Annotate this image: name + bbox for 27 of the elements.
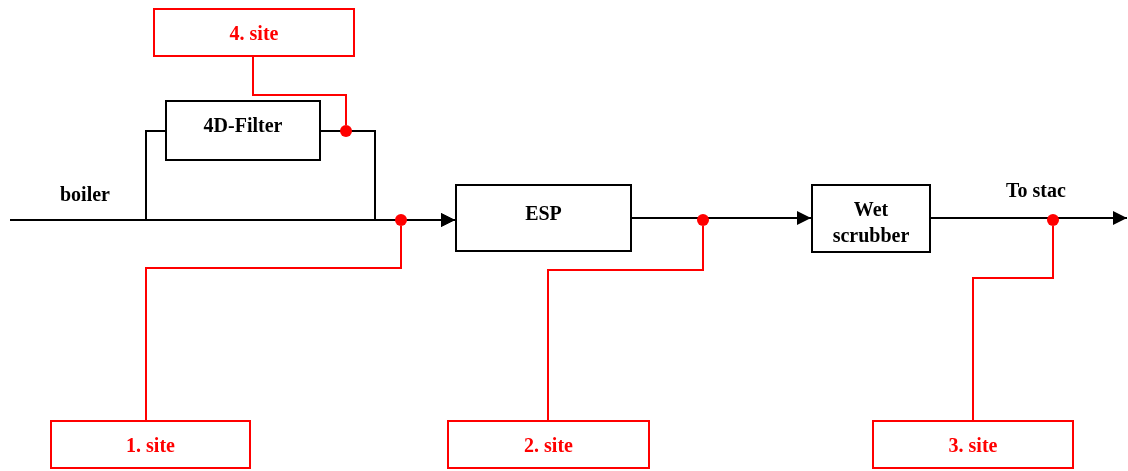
sampling-point-dot: [395, 214, 407, 226]
flow-arrow: [320, 130, 456, 227]
process-label: Wet scrubber: [831, 197, 911, 248]
sampling-point-dot: [1047, 214, 1059, 226]
leader-line: [972, 225, 1054, 421]
leader-line: [547, 225, 704, 421]
site-box: [872, 420, 1074, 469]
flow-arrow: [930, 211, 1128, 225]
inlet-label: boiler: [60, 183, 110, 206]
leader-line: [252, 56, 347, 126]
site-box: [50, 420, 251, 469]
process-box: [811, 184, 931, 253]
process-label: ESP: [525, 201, 562, 226]
site-label: 1. site: [126, 432, 175, 458]
site-box: [153, 8, 355, 57]
process-box: [165, 100, 321, 161]
process-box: [455, 184, 632, 252]
process-label: 4D-Filter: [203, 113, 283, 138]
leader-line: [145, 225, 402, 421]
site-label: 3. site: [948, 432, 998, 458]
sampling-point-dot: [340, 125, 352, 137]
flow-arrow: [631, 211, 812, 225]
sampling-point-dot: [697, 214, 709, 226]
site-label: 2. site: [524, 432, 573, 458]
site-label: 4. site: [229, 20, 279, 46]
outlet-label: To stac: [1006, 179, 1066, 202]
site-box: [447, 420, 650, 469]
